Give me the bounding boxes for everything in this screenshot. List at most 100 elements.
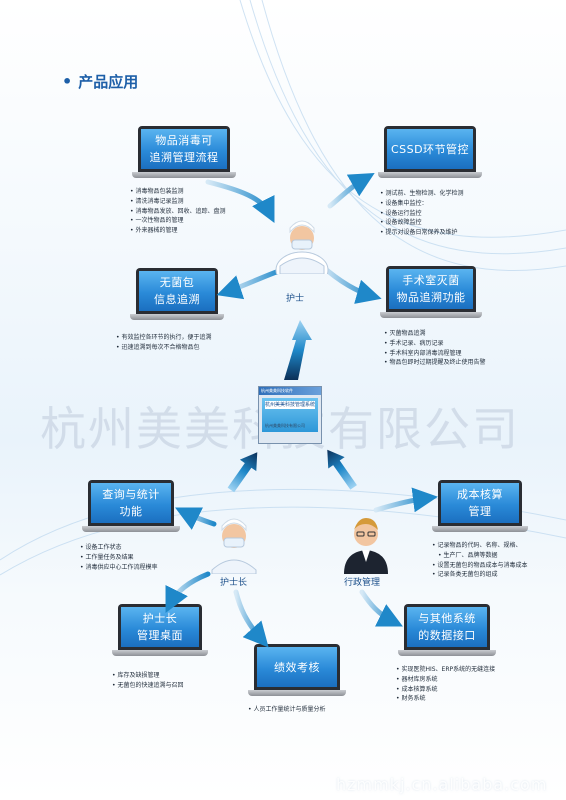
- laptop-sterile: 无菌包 信息追溯: [130, 268, 224, 320]
- head-nurse-icon: [211, 518, 257, 574]
- laptop-trace-line-2: 追溯管理流程: [149, 151, 219, 164]
- administrator-label: 行政管理: [344, 578, 381, 588]
- laptop-query: 查询与统计 功能: [82, 480, 180, 532]
- arrow-admin-to-cost: [373, 487, 438, 513]
- laptop-trace: 物品消毒可 追溯管理流程: [132, 126, 236, 178]
- list-item: 设备运行监控: [380, 209, 463, 219]
- bullets-trace: 消毒物品包装监测 清洗消毒记录监测 消毒物品发放、回收、追踪、盘测 一次性物品的…: [130, 187, 225, 236]
- list-item: 成本核算系统: [396, 685, 495, 695]
- laptop-or-line-2: 物品追溯功能: [396, 291, 466, 304]
- laptop-cost-screen: 成本核算 管理: [441, 483, 519, 523]
- list-item: 记录各类无菌包的组成: [432, 570, 527, 580]
- laptop-query-screen: 查询与统计 功能: [91, 483, 171, 523]
- laptop-sterile-screen: 无菌包 信息追溯: [139, 271, 215, 311]
- laptop-cssd: CSSD环节管控: [378, 126, 482, 178]
- list-item: 外来器械的管理: [130, 226, 225, 236]
- center-app-footer: 杭州美美科技有限公司: [265, 423, 305, 428]
- laptop-cost-line-1: 成本核算: [457, 488, 503, 501]
- laptop-headnurse-line-2: 管理桌面: [137, 629, 183, 642]
- laptop-headnurse-screen: 护士长 管理桌面: [121, 607, 199, 647]
- list-item: 灭菌物品追溯: [384, 329, 485, 339]
- list-item: 人员工作量统计与质量分析: [248, 705, 325, 715]
- list-item: 工作量任务及结果: [80, 553, 157, 563]
- bullets-cssd: 测试前、生物检测、化学检测 设备集中监控： 设备运行监控 设备故障监控 提示对设…: [380, 189, 463, 238]
- bullet-dot-icon: •: [62, 72, 73, 91]
- list-item: 生产厂、品牌等数据: [432, 551, 527, 561]
- bottom-watermark: hzmmkj.cn.alibaba.com: [336, 775, 548, 794]
- list-item: 手术科室内部消毒流程管理: [384, 349, 485, 359]
- bullets-sterile: 有效监控各环节的执行，便于追溯 迅速追溯到每次不合格物品包: [116, 333, 211, 353]
- section-title-text: 产品应用: [78, 73, 139, 91]
- list-item: 消毒物品发放、回收、追踪、盘测: [130, 207, 225, 217]
- laptop-cssd-line-1: CSSD环节管控: [390, 142, 470, 156]
- nurse-icon: [275, 220, 329, 274]
- laptop-sterile-line-2: 信息追溯: [154, 293, 200, 306]
- bullets-or: 灭菌物品追溯 手术记录、病历记录 手术科室内部消毒流程管理 物品包即时过期提醒及…: [384, 329, 485, 368]
- list-item: 物品包即时过期提醒及终止使用告警: [384, 358, 485, 368]
- laptop-or-screen: 手术室灭菌 物品追溯功能: [389, 269, 473, 309]
- laptop-or: 手术室灭菌 物品追溯功能: [380, 266, 482, 318]
- laptop-headnurse-line-1: 护士长: [142, 612, 178, 625]
- laptop-cost-line-2: 管理: [468, 505, 492, 518]
- list-item: 手术记录、病历记录: [384, 339, 485, 349]
- laptop-query-line-1: 查询与统计: [102, 488, 160, 501]
- laptop-sterile-line-1: 无菌包: [159, 276, 195, 289]
- laptop-query-line-2: 功能: [119, 505, 143, 518]
- center-app-banner: 杭州美美科技管理系统: [265, 401, 315, 409]
- list-item: 测试前、生物检测、化学检测: [380, 189, 463, 199]
- arrow-app-to-admin: [327, 449, 357, 490]
- laptop-interface: 与其他系统 的数据接口: [398, 604, 496, 656]
- arrow-app-to-headnurse: [227, 452, 258, 493]
- list-item: 清洗消毒记录监测: [130, 197, 225, 207]
- arrow-up-to-nurse: [284, 320, 312, 380]
- arrow-headnurse-to-query: [175, 507, 217, 530]
- laptop-headnurse: 护士长 管理桌面: [112, 604, 208, 656]
- center-app-window: 杭州美美科技软件 杭州美美科技管理系统 杭州美美科技有限公司: [258, 386, 322, 444]
- laptop-trace-screen: 物品消毒可 追溯管理流程: [141, 129, 227, 169]
- arrow-admin-to-interface: [359, 589, 403, 627]
- list-item: 设备工作状态: [80, 543, 157, 553]
- list-item: 一次性物品的管理: [130, 216, 225, 226]
- center-app-titlebar: 杭州美美科技软件: [259, 387, 321, 395]
- list-item: 实现医院HIS、ERP系统的无缝连接: [396, 665, 495, 675]
- section-title: • 产品应用: [62, 71, 138, 92]
- list-item: 设置无菌包的物品成本与消毒成本: [432, 561, 527, 571]
- laptop-cost: 成本核算 管理: [432, 480, 528, 532]
- laptop-kpi-line-1: 绩效考核: [274, 660, 320, 674]
- laptop-trace-line-1: 物品消毒可: [155, 134, 213, 147]
- laptop-interface-screen: 与其他系统 的数据接口: [407, 607, 487, 647]
- bullets-kpi: 人员工作量统计与质量分析: [248, 705, 325, 715]
- list-item: 器材库房系统: [396, 675, 495, 685]
- laptop-cssd-screen: CSSD环节管控: [387, 129, 473, 169]
- list-item: 消毒供应中心工作流程模率: [80, 563, 157, 573]
- laptop-kpi: 绩效考核: [248, 644, 346, 696]
- laptop-or-line-1: 手术室灭菌: [402, 274, 460, 287]
- laptop-kpi-screen: 绩效考核: [257, 647, 337, 687]
- arrow-nurse-to-cssd: [327, 173, 375, 209]
- bullets-interface: 实现医院HIS、ERP系统的无缝连接 器材库房系统 成本核算系统 财务系统: [396, 665, 495, 704]
- bullets-headnurse: 库存及缺损管理 无菌包的快速追溯与召回: [112, 671, 183, 691]
- head-nurse-label: 护士长: [220, 578, 248, 588]
- list-item: 财务系统: [396, 694, 495, 704]
- list-item: 设备故障监控: [380, 218, 463, 228]
- list-item: 有效监控各环节的执行，便于追溯: [116, 333, 211, 343]
- arrow-trace-to-nurse: [205, 179, 275, 223]
- nurse-label: 护士: [286, 294, 305, 304]
- list-item: 记录物品的代码、名称、规格、: [432, 541, 527, 551]
- laptop-interface-line-2: 的数据接口: [418, 629, 476, 642]
- administrator-icon: [344, 518, 388, 574]
- arrow-headnurse-to-kpi: [233, 589, 269, 648]
- list-item: 设备集中监控：: [380, 199, 463, 209]
- list-item: 迅速追溯到每次不合格物品包: [116, 343, 211, 353]
- laptop-interface-line-1: 与其他系统: [418, 612, 476, 625]
- bullets-query: 设备工作状态 工作量任务及结果 消毒供应中心工作流程模率: [80, 543, 157, 572]
- list-item: 消毒物品包装监测: [130, 187, 225, 197]
- list-item: 库存及缺损管理: [112, 671, 183, 681]
- bullets-cost: 记录物品的代码、名称、规格、 生产厂、品牌等数据 设置无菌包的物品成本与消毒成本…: [432, 541, 527, 580]
- list-item: 无菌包的快速追溯与召回: [112, 681, 183, 691]
- center-app-body: 杭州美美科技管理系统 杭州美美科技有限公司: [262, 398, 318, 432]
- arrow-headnurse-to-headnurse-desk: [165, 571, 211, 613]
- list-item: 提示对设备日常保养及维护: [380, 228, 463, 238]
